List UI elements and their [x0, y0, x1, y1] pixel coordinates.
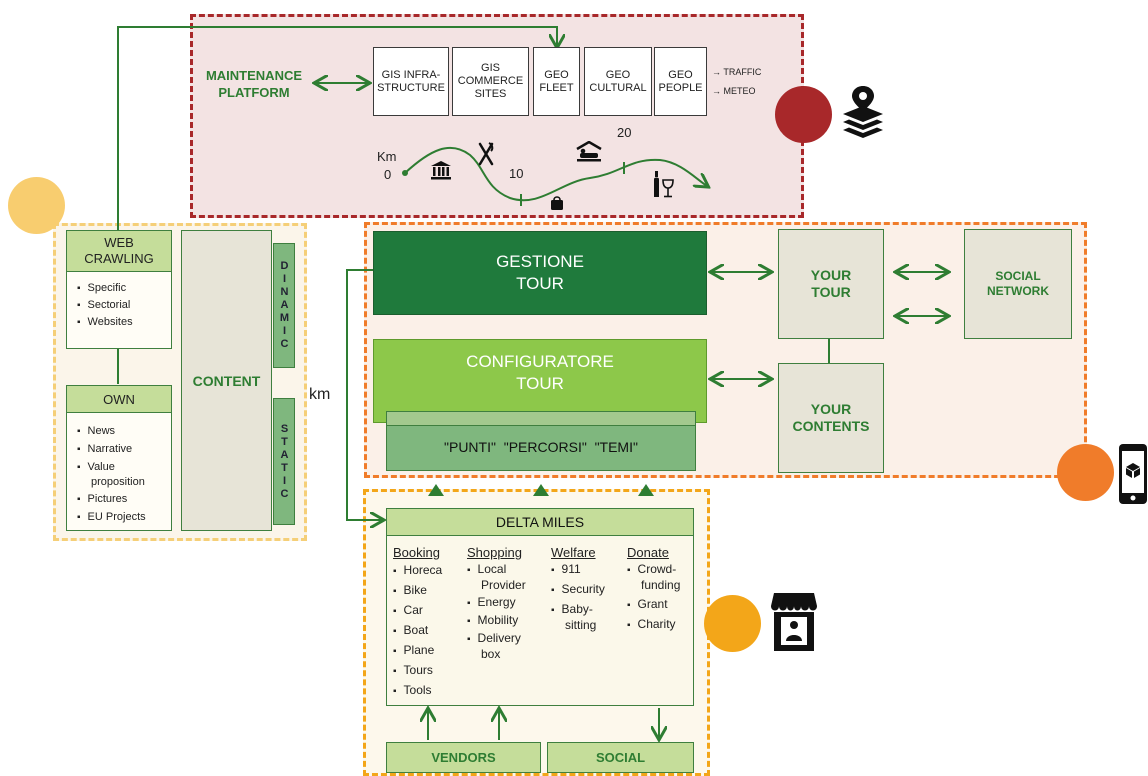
configuratore-tour-label: CONFIGURATORE TOUR — [466, 352, 614, 393]
geo-box-gis-infrastructure: GIS INFRA- STRUCTURE — [373, 47, 449, 116]
route-curve — [404, 146, 707, 202]
list-item: Energy — [467, 595, 547, 611]
list-item: Delivery box — [467, 631, 535, 662]
punti-bar: "PUNTI" "PERCORSI" "TEMI" — [386, 411, 696, 471]
list-item: 911 — [551, 562, 623, 578]
punti-bar-top-strip — [387, 412, 695, 426]
list-item: Charity — [627, 617, 693, 633]
maintenance-platform-label: MAINTENANCE PLATFORM — [205, 68, 303, 100]
smartphone-icon — [1119, 444, 1147, 504]
delta-miles-box: DELTA MILES Booking Horeca Bike Car Boat… — [386, 508, 694, 706]
list-item: Sectorial — [77, 297, 171, 314]
shopping-bag-icon — [551, 196, 563, 210]
maintenance-marker-circle — [775, 86, 832, 143]
list-item: Mobility — [467, 613, 547, 629]
web-crawling-box: WEB CRAWLING Specific Sectorial Websites — [66, 230, 172, 349]
your-contents-box: YOUR CONTENTS — [778, 363, 884, 473]
social-network-box: SOCIAL NETWORK — [964, 229, 1072, 339]
list-item: Websites — [77, 314, 171, 331]
traffic-note: → TRAFFIC — [712, 67, 762, 77]
your-tour-label: YOUR TOUR — [810, 267, 852, 300]
donate-heading: Donate — [627, 545, 669, 560]
booking-heading: Booking — [393, 545, 440, 560]
geo-box-fleet: GEO FLEET — [533, 47, 580, 116]
route-start-label: 0 — [384, 167, 392, 182]
content-label: CONTENT — [192, 372, 261, 389]
list-item: Baby-sitting — [551, 602, 611, 633]
list-item: Grant — [627, 597, 693, 613]
punti-label: "PUNTI" "PERCORSI" "TEMI" — [444, 439, 638, 455]
route-end-label: 20 — [617, 125, 632, 140]
delta-miles-title: DELTA MILES — [387, 509, 693, 536]
geo-box-people: GEO PEOPLE — [654, 47, 707, 116]
your-contents-label: YOUR CONTENTS — [792, 401, 870, 434]
list-item: Boat — [393, 622, 463, 640]
list-item: Local Provider — [467, 562, 537, 593]
list-item: Pictures — [77, 492, 167, 507]
web-crawling-title: WEB CRAWLING — [67, 231, 171, 272]
dinamic-label: DINAMIC — [278, 260, 291, 351]
list-item: Plane — [393, 642, 463, 660]
welfare-heading: Welfare — [551, 545, 596, 560]
list-item: Security — [551, 582, 623, 598]
static-label: STATIC — [278, 422, 291, 501]
list-item: Horeca — [393, 562, 463, 580]
list-item: Tools — [393, 682, 463, 700]
list-item: Tours — [393, 662, 463, 680]
own-list: News Narrative Value proposition Picture… — [67, 413, 171, 525]
configuratore-tour-box: CONFIGURATORE TOUR — [373, 339, 707, 423]
list-item: News — [77, 424, 167, 439]
gestione-tour-label: GESTIONE TOUR — [496, 252, 584, 293]
static-box: STATIC — [273, 398, 295, 525]
crawl-to-fleet-line — [117, 26, 557, 230]
list-item: Crowd-funding — [627, 562, 687, 593]
social-label: SOCIAL — [595, 750, 646, 765]
map-pin-layers-icon — [843, 86, 883, 138]
dinamic-box: DINAMIC — [273, 243, 295, 368]
your-tour-box: YOUR TOUR — [778, 229, 884, 339]
wine-icon — [654, 171, 674, 198]
social-box: SOCIAL — [547, 742, 694, 773]
shopping-column: Shopping Local Provider Energy Mobility … — [467, 545, 547, 662]
donate-column: Donate Crowd-funding Grant Charity — [627, 545, 693, 633]
list-item: Narrative — [77, 442, 167, 457]
km-label: km — [309, 386, 331, 403]
up-triangle-3 — [638, 484, 654, 496]
gestione-tour-box: GESTIONE TOUR — [373, 231, 707, 315]
content-marker-circle — [8, 177, 65, 234]
delta-marker-circle — [704, 595, 761, 652]
cutlery-icon — [478, 142, 494, 166]
geo-box-cultural: GEO CULTURAL — [584, 47, 652, 116]
content-box: CONTENT — [181, 230, 272, 531]
list-item: EU Projects — [77, 510, 167, 525]
list-item: Bike — [393, 582, 463, 600]
list-item: Specific — [77, 280, 171, 297]
meteo-note: → METEO — [712, 86, 756, 96]
gestione-to-delta-line — [346, 269, 382, 520]
web-crawling-list: Specific Sectorial Websites — [67, 272, 171, 331]
vendors-box: VENDORS — [386, 742, 541, 773]
up-triangle-2 — [533, 484, 549, 496]
own-box: OWN News Narrative Value proposition Pic… — [66, 385, 172, 531]
route-mid-label: 10 — [509, 166, 524, 181]
museum-icon — [431, 161, 451, 180]
list-item: Car — [393, 602, 463, 620]
list-item: Value proposition — [77, 460, 167, 489]
hotel-icon — [576, 141, 602, 162]
store-icon — [771, 593, 817, 651]
shopping-heading: Shopping — [467, 545, 522, 560]
social-network-label: SOCIAL NETWORK — [987, 269, 1049, 298]
tour-marker-circle — [1057, 444, 1114, 501]
vendors-label: VENDORS — [431, 750, 496, 765]
welfare-column: Welfare 911 Security Baby-sitting — [551, 545, 623, 633]
route-start-dot — [402, 170, 408, 176]
geo-box-gis-commerce: GIS COMMERCE SITES — [452, 47, 529, 116]
booking-column: Booking Horeca Bike Car Boat Plane Tours… — [393, 545, 463, 700]
own-title: OWN — [67, 386, 171, 413]
route-unit-label: Km — [377, 149, 397, 164]
up-triangle-1 — [428, 484, 444, 496]
